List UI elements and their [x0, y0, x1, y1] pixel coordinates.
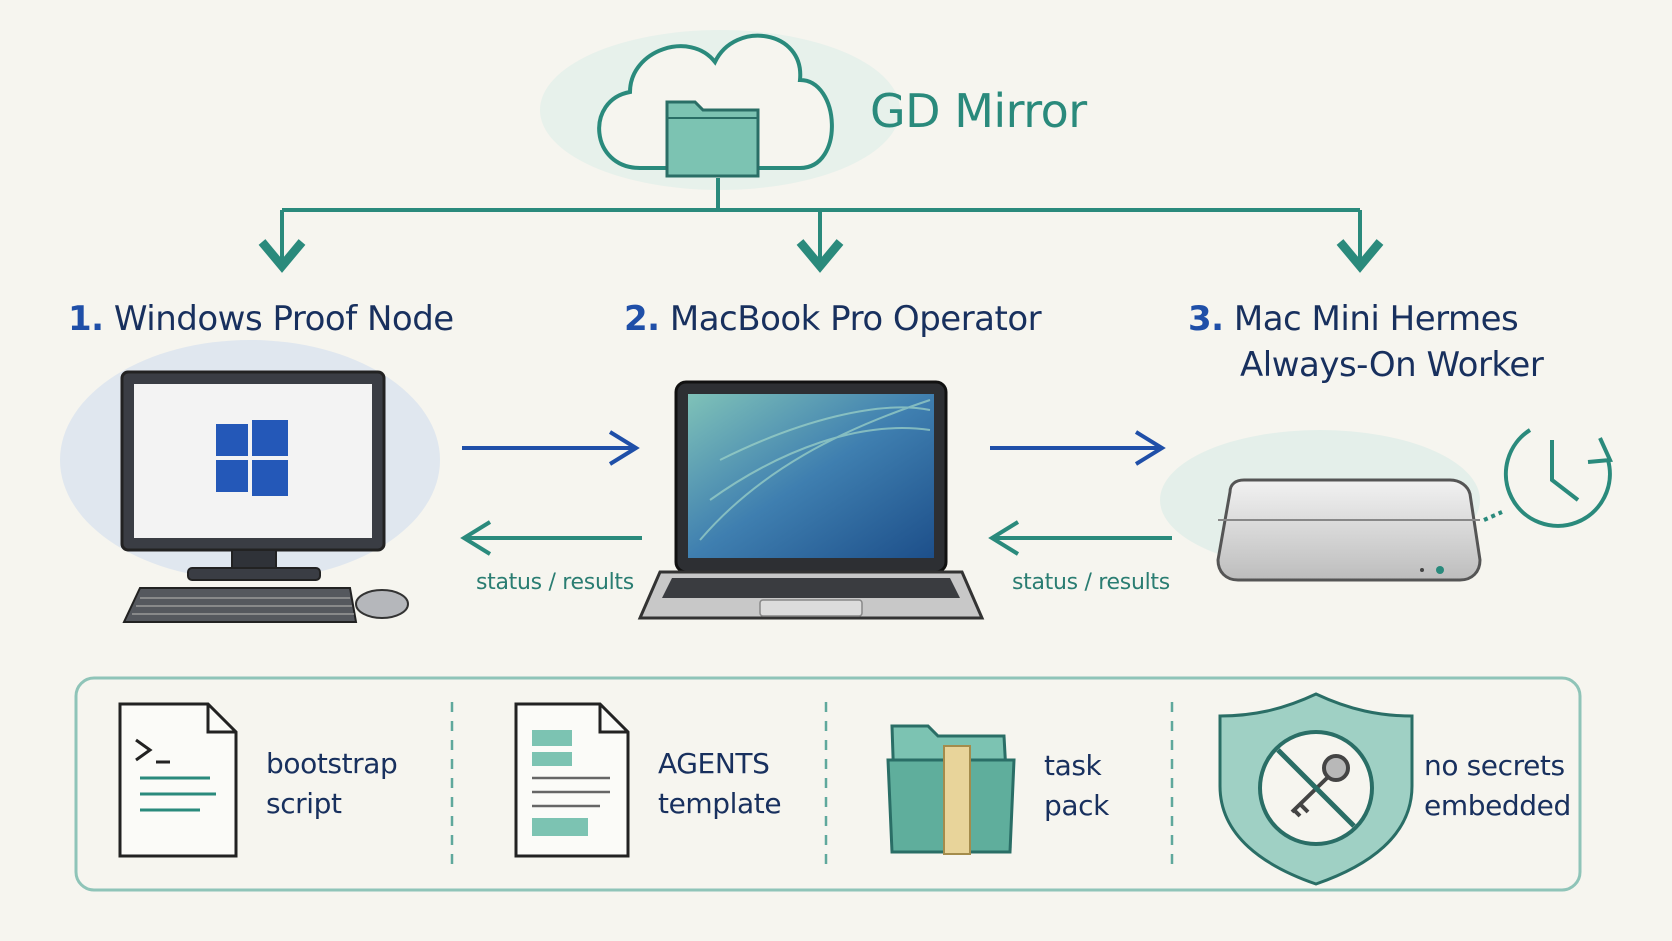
node-label-windows: 1. Windows Proof Node — [68, 296, 454, 342]
artifact-line: embedded — [1424, 789, 1571, 822]
mac-mini-icon — [1160, 430, 1482, 582]
return-label-2: status / results — [1012, 570, 1170, 595]
artifact-line: pack — [1044, 789, 1109, 822]
node-name: Mac Mini Hermes — [1233, 299, 1519, 339]
node-number: 2. — [624, 299, 660, 339]
page-title: GD Mirror — [870, 84, 1087, 138]
node-name: Windows Proof Node — [113, 299, 454, 339]
artifact-label-secrets: no secrets embedded — [1424, 746, 1571, 826]
windows-logo-icon — [216, 420, 288, 496]
folder-pack-icon — [886, 724, 1016, 855]
node-label-macmini: 3. Mac Mini Hermes — [1188, 296, 1519, 342]
mouse-icon — [355, 589, 409, 619]
key-icon — [1290, 754, 1350, 818]
forward-arrows — [462, 430, 1166, 466]
artifact-line: no secrets — [1424, 749, 1565, 782]
cloud-icon — [540, 30, 900, 190]
folder-icon — [665, 100, 760, 178]
artifact-label-bootstrap: bootstrap script — [266, 744, 398, 824]
artifact-line: template — [658, 787, 782, 820]
shield-no-key-icon — [1218, 692, 1414, 886]
node-number: 3. — [1188, 299, 1224, 339]
return-label-1: status / results — [476, 570, 634, 595]
script-file-icon — [118, 702, 238, 858]
artifact-line: script — [266, 787, 342, 820]
panel-dividers — [450, 702, 1174, 866]
windows-desktop-icon — [60, 340, 440, 623]
node-subtitle-macmini: Always-On Worker — [1240, 345, 1544, 385]
artifact-line: task — [1044, 749, 1102, 782]
return-arrows — [460, 520, 1172, 556]
keyboard-icon — [122, 587, 358, 623]
artifact-line: bootstrap — [266, 747, 398, 780]
macbook-icon — [637, 380, 985, 620]
template-document-icon — [514, 702, 630, 858]
node-name: MacBook Pro Operator — [669, 299, 1042, 339]
artifact-label-taskpack: task pack — [1044, 746, 1109, 826]
artifact-label-agents: AGENTS template — [658, 744, 782, 824]
node-label-macbook: 2. MacBook Pro Operator — [624, 296, 1042, 342]
distribution-connectors — [258, 178, 1384, 273]
artifact-line: AGENTS — [658, 747, 770, 780]
clock-icon — [1483, 428, 1613, 528]
node-number: 1. — [68, 299, 104, 339]
artifacts-panel — [74, 676, 1582, 892]
